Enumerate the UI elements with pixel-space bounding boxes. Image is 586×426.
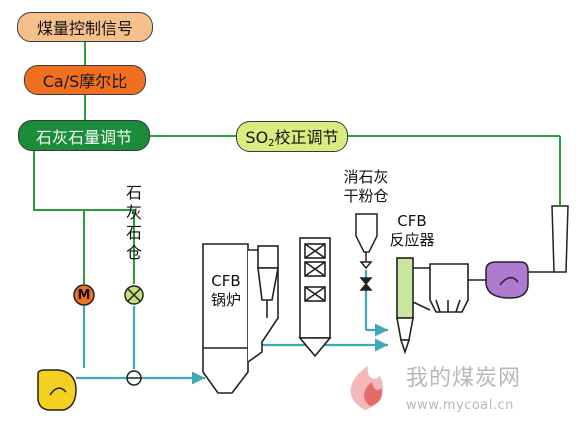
slaked-lime-bin — [355, 213, 378, 291]
motor-icon — [73, 284, 95, 306]
cfb-boiler-label: CFB 锅炉 — [203, 272, 249, 310]
watermark-name: 我的煤炭网 — [406, 366, 522, 391]
slaked-lime-line1: 消石灰 — [343, 168, 389, 186]
limestone-bin-char: 石 — [125, 223, 142, 242]
cfb-reactor-label: CFB 反应器 — [386, 212, 438, 250]
slaked-lime-bin-label: 消石灰 干粉仓 — [336, 168, 396, 206]
cfb-boiler-line1: CFB — [211, 272, 241, 290]
so2-subscript: 2 — [268, 138, 275, 149]
process-flow-lines — [76, 270, 388, 385]
limestone-bin-char: 石 — [125, 183, 142, 202]
so2-prefix: SO — [245, 128, 269, 147]
chimney — [528, 205, 569, 273]
induced-draft-fan — [485, 261, 529, 299]
motor-label: M — [77, 288, 91, 303]
cfb-boiler-line2: 锅炉 — [210, 291, 241, 309]
heat-exchanger-column — [298, 237, 332, 358]
so2-suffix: 校正调节 — [274, 128, 339, 147]
limestone-regulation-node: 石灰石量调节 — [18, 120, 150, 151]
limestone-bin-char: 仓 — [125, 243, 142, 262]
coal-control-signal-node: 煤量控制信号 — [17, 12, 153, 42]
coal-control-signal-label: 煤量控制信号 — [36, 19, 133, 38]
so2-correction-label: SO2校正调节 — [245, 124, 338, 149]
ca-s-ratio-node: Ca/S摩尔比 — [24, 65, 146, 95]
limestone-feeder — [73, 284, 144, 386]
flame-logo — [350, 366, 384, 410]
cfb-reactor-line1: CFB — [397, 212, 427, 230]
watermark: 我的煤炭网 www.mycoal.cn — [406, 366, 521, 414]
cfb-reactor — [396, 257, 486, 355]
watermark-url: www.mycoal.cn — [406, 398, 514, 413]
blower-icon — [37, 369, 77, 411]
ca-s-ratio-label: Ca/S摩尔比 — [42, 72, 128, 91]
control-connectors — [33, 42, 561, 284]
slaked-lime-line2: 干粉仓 — [343, 187, 389, 205]
cfb-reactor-line2: 反应器 — [389, 231, 435, 249]
limestone-regulation-label: 石灰石量调节 — [35, 127, 132, 147]
so2-correction-node: SO2校正调节 — [236, 121, 348, 152]
limestone-bin-char: 灰 — [125, 203, 142, 222]
cfb-boiler — [202, 243, 279, 394]
limestone-bin-label: 石 灰 石 仓 — [123, 183, 145, 263]
